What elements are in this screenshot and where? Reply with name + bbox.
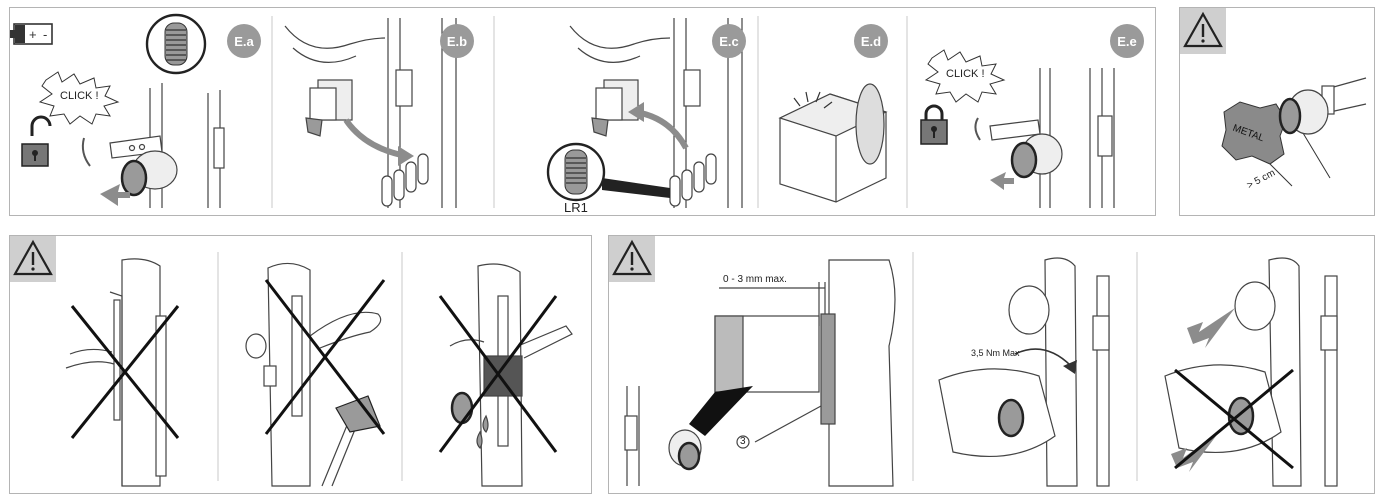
- battery-replacement-panel: + -: [9, 7, 1156, 216]
- battery-icon: + -: [10, 23, 53, 45]
- handling-warnings-drawing: [65, 252, 573, 487]
- battery-minus: -: [43, 27, 47, 42]
- handling-warning-panel: [9, 235, 592, 494]
- torque-limit-label: 3,5 Nm Max: [971, 348, 1020, 358]
- spring-magnifier-icon: [145, 13, 207, 75]
- step-badge-d: E.d: [854, 24, 888, 58]
- step-badge-c: E.c: [712, 24, 746, 58]
- battery-steps-drawing: + -: [10, 13, 1115, 208]
- installation-drawing: [624, 252, 1338, 487]
- gap-tolerance-label: 0 - 3 mm max.: [723, 274, 787, 285]
- battery-housing-drawing: [778, 83, 888, 203]
- click-callout-e: CLICK !: [946, 68, 985, 80]
- warning-triangle-icon: [609, 236, 655, 282]
- click-callout-a: CLICK !: [60, 90, 99, 102]
- step-badge-e: E.e: [1110, 24, 1144, 58]
- lr1-battery-magnifier: [546, 142, 670, 202]
- warning-triangle-icon: [10, 236, 56, 282]
- padlock-closed-icon: [920, 104, 948, 145]
- step-badge-b: E.b: [440, 24, 474, 58]
- part-number-label: 3: [740, 436, 746, 447]
- padlock-open-icon: [21, 115, 52, 167]
- warning-triangle-icon: [1180, 8, 1226, 54]
- step-badge-a: E.a: [227, 24, 261, 58]
- click-burst-shape-e: [924, 49, 1006, 103]
- battery-plus: +: [29, 27, 37, 42]
- click-burst-shape: [38, 71, 120, 125]
- metal-warning-panel: METAL > 5 cm: [1179, 7, 1375, 216]
- battery-type-label: LR1: [564, 200, 588, 215]
- metal-distance-drawing: [1221, 77, 1367, 187]
- installation-warning-panel: 0 - 3 mm max. 3 3,5 Nm Max: [608, 235, 1375, 494]
